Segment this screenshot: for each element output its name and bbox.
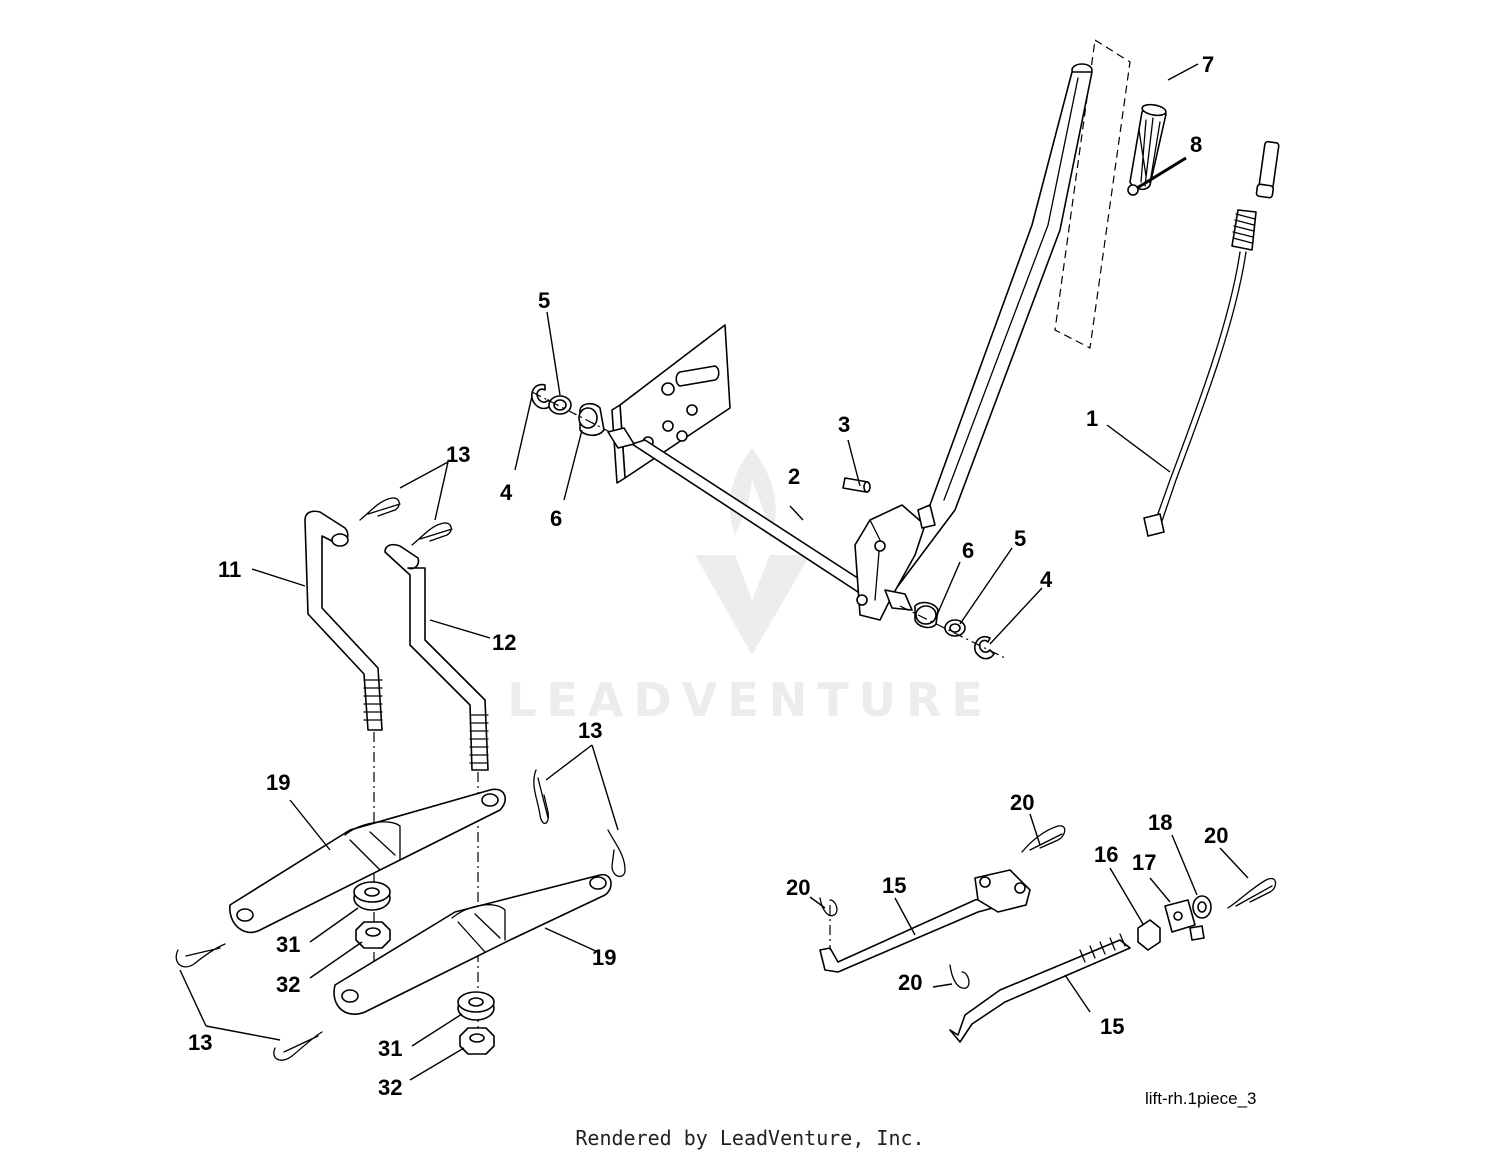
footer-credit: Rendered by LeadVenture, Inc. bbox=[575, 1126, 924, 1150]
callout-13-bottom: 13 bbox=[188, 1030, 212, 1055]
part-32-nut-lower bbox=[459, 1027, 495, 1055]
left-shaft-hardware bbox=[531, 383, 611, 437]
callout-6-right: 6 bbox=[962, 538, 974, 563]
callout-labels: 7 8 1 3 2 5 4 6 6 5 4 13 11 12 13 19 19 … bbox=[188, 52, 1228, 1100]
part-16-nut bbox=[1137, 919, 1161, 951]
part-13-hairpin-clips bbox=[175, 497, 626, 1061]
part-31-bushing-lower bbox=[457, 991, 495, 1021]
callout-6-left: 6 bbox=[550, 506, 562, 531]
part-8-pin bbox=[1127, 156, 1187, 196]
callout-11: 11 bbox=[218, 557, 241, 582]
part-11-lift-link bbox=[304, 510, 383, 1010]
leader-lines bbox=[179, 63, 1249, 1081]
watermark-flame-icon bbox=[729, 448, 776, 540]
callout-18: 18 bbox=[1148, 810, 1172, 835]
callout-31-lower: 31 bbox=[378, 1036, 402, 1061]
callout-15-upper: 15 bbox=[882, 873, 906, 898]
callout-13-top: 13 bbox=[446, 442, 470, 467]
callout-4-left: 4 bbox=[500, 480, 513, 505]
callout-12: 12 bbox=[492, 630, 516, 655]
handle-phantom-outline bbox=[1054, 38, 1131, 349]
callout-5-left: 5 bbox=[538, 288, 550, 313]
callout-3: 3 bbox=[838, 412, 850, 437]
callout-31-upper: 31 bbox=[276, 932, 300, 957]
watermark-v-icon bbox=[695, 555, 810, 655]
callout-20-top: 20 bbox=[1010, 790, 1034, 815]
watermark-text: LEADVENTURE bbox=[507, 673, 993, 727]
callout-4-right: 4 bbox=[1040, 567, 1053, 592]
callout-16: 16 bbox=[1094, 842, 1118, 867]
part-19-lift-arm-lower bbox=[333, 873, 612, 1015]
callout-20-left: 20 bbox=[786, 875, 810, 900]
callout-7: 7 bbox=[1202, 52, 1214, 77]
callout-13-middle: 13 bbox=[578, 718, 602, 743]
figure-id: lift-rh.1piece_3 bbox=[1145, 1089, 1257, 1108]
watermark: LEADVENTURE bbox=[507, 448, 993, 727]
part-32-nut-upper bbox=[355, 921, 391, 949]
part-17-trunnion bbox=[1164, 899, 1205, 941]
callout-8: 8 bbox=[1190, 132, 1202, 157]
part-31-bushing-upper bbox=[353, 881, 391, 911]
callout-1: 1 bbox=[1086, 406, 1098, 431]
right-shaft-hardware bbox=[884, 589, 1006, 660]
callout-20-lower: 20 bbox=[898, 970, 922, 995]
part-18-washer bbox=[1192, 895, 1212, 919]
part-7-handle-grip bbox=[1129, 103, 1167, 191]
part-15-link-rod-lower bbox=[949, 933, 1131, 1043]
part-3-roll-pin bbox=[842, 477, 871, 493]
part-20-hairpin-clips bbox=[819, 825, 1277, 989]
callout-15-lower: 15 bbox=[1100, 1014, 1124, 1039]
part-1-lift-spring-rod bbox=[1143, 140, 1280, 537]
callout-32-upper: 32 bbox=[276, 972, 300, 997]
part-15-link-rod-upper bbox=[819, 869, 1031, 973]
callout-19-lower: 19 bbox=[592, 945, 616, 970]
part-19-lift-arm-upper bbox=[229, 788, 506, 934]
mounting-bracket bbox=[611, 324, 731, 484]
callout-20-right: 20 bbox=[1204, 823, 1228, 848]
callout-32-lower: 32 bbox=[378, 1075, 402, 1100]
callout-2: 2 bbox=[788, 464, 800, 489]
callout-17: 17 bbox=[1132, 850, 1156, 875]
callout-5-right: 5 bbox=[1014, 526, 1026, 551]
callout-19-upper: 19 bbox=[266, 770, 290, 795]
